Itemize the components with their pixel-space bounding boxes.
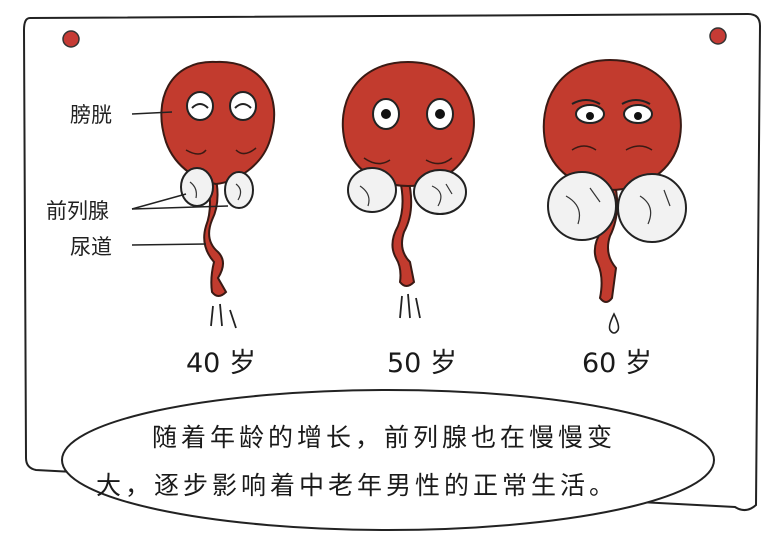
bladder-50 <box>341 60 475 188</box>
eye-left-40 <box>186 91 214 121</box>
age-label-50: 50 岁 <box>387 348 457 379</box>
label-urethra: 尿道 <box>70 235 112 259</box>
urethra-50 <box>391 176 416 287</box>
prostate-right-40 <box>224 171 254 209</box>
stage-50 <box>341 60 475 319</box>
urethra-40 <box>203 168 228 297</box>
leader-bladder <box>131 111 173 115</box>
prostate-left-50 <box>347 167 397 213</box>
stream-40 <box>210 303 237 329</box>
bladder-60 <box>542 58 682 192</box>
pin-left <box>62 30 80 48</box>
caption-line-2: 大，逐步影响着中老年男性的正常生活。 <box>96 471 619 500</box>
label-bladder: 膀胱 <box>70 103 112 127</box>
caption-line-1: 随着年龄的增长，前列腺也在慢慢变 <box>152 423 617 452</box>
leader-urethra <box>131 243 207 246</box>
stream-50 <box>399 293 421 319</box>
caption-bubble <box>61 389 715 531</box>
prostate-right-60 <box>617 173 687 243</box>
drop-60 <box>608 312 620 334</box>
stage-60 <box>542 58 687 334</box>
pin-right <box>709 27 727 45</box>
prostate-left-60 <box>547 171 617 241</box>
leader-prostate-a <box>131 193 187 210</box>
leader-prostate-b <box>131 205 229 210</box>
age-label-60: 60 岁 <box>582 348 652 379</box>
eye-right-40 <box>229 91 257 121</box>
label-prostate: 前列腺 <box>46 199 109 223</box>
age-label-40: 40 岁 <box>186 348 256 379</box>
stage-40 <box>160 60 276 329</box>
prostate-left-40 <box>180 167 214 207</box>
